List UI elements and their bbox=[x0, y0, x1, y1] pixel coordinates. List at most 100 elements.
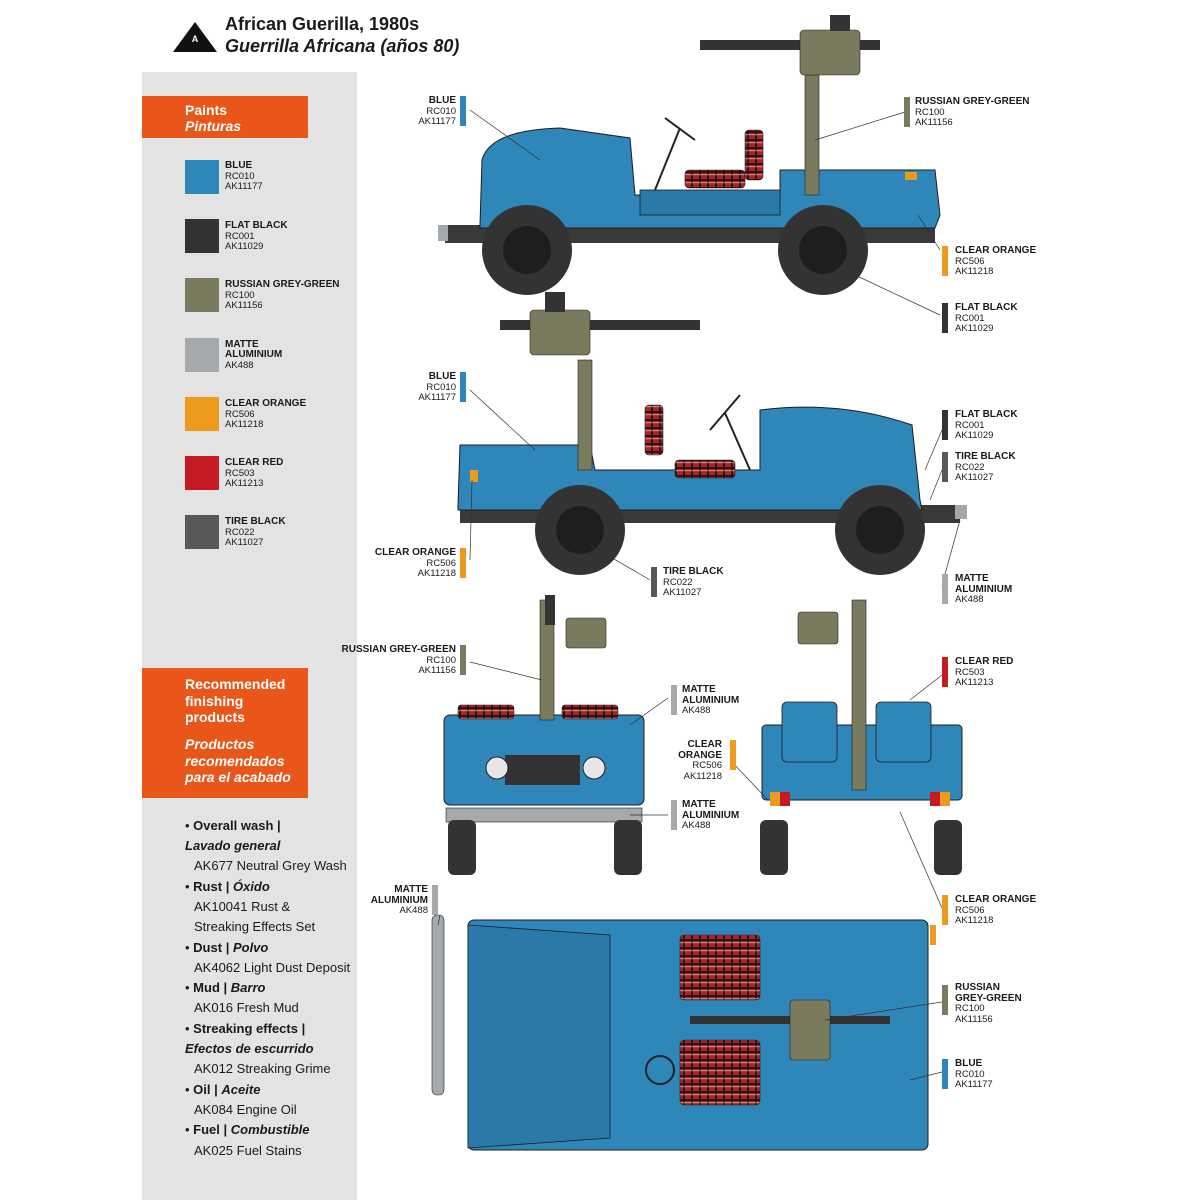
callout-name: CLEAR RED bbox=[955, 656, 1014, 667]
paint-code: AK11029 bbox=[225, 241, 264, 252]
callout-flat-black: FLAT BLACK RC001 AK11029 bbox=[955, 302, 1018, 335]
paints-title: Paints bbox=[185, 102, 228, 118]
callout-bar-russian-grey-green bbox=[460, 645, 466, 675]
paint-name: FLAT BLACK bbox=[225, 220, 288, 231]
paint-swatch-clear-orange bbox=[185, 397, 219, 431]
finishing-label-es: Óxido bbox=[232, 879, 270, 894]
callout-bar-matte-aluminium bbox=[671, 685, 677, 715]
finishing-item: • Oil | Aceite bbox=[185, 1082, 261, 1097]
callout-flat-black: FLAT BLACK RC001 AK11029 bbox=[955, 409, 1018, 442]
callout-name: BLUE bbox=[428, 95, 456, 106]
callout-code: AK488 bbox=[955, 594, 984, 605]
callout-name: RUSSIAN GREY-GREEN bbox=[915, 96, 1030, 107]
callout-code: RC010 bbox=[955, 1068, 985, 1080]
paint-swatch-blue bbox=[185, 160, 219, 194]
finishing-product: AK016 Fresh Mud bbox=[194, 1000, 299, 1015]
paint-name: BLUE bbox=[225, 160, 253, 171]
callout-name: TIRE BLACK bbox=[663, 566, 724, 577]
finishing-item: • Streaking effects | bbox=[185, 1021, 306, 1036]
paint-code: RC503 bbox=[225, 468, 255, 479]
callout-code: RC022 bbox=[663, 576, 693, 588]
paint-code: AK11156 bbox=[225, 300, 263, 311]
page-subtitle: Guerrilla Africana (años 80) bbox=[225, 36, 460, 56]
callout-bar-clear-orange bbox=[942, 895, 948, 925]
callout-code: AK11027 bbox=[663, 587, 702, 598]
callout-name: RUSSIAN bbox=[955, 982, 1001, 993]
finishing-title-line: Recommended bbox=[185, 676, 286, 692]
vehicle-front-view bbox=[443, 595, 645, 875]
callout-name: CLEAR ORANGE bbox=[955, 245, 1037, 256]
paint-name: CLEAR RED bbox=[225, 457, 284, 468]
vehicle-top-view bbox=[431, 914, 936, 1151]
finishing-label: Overall wash bbox=[193, 818, 274, 833]
finishing-item: • Fuel | Combustible bbox=[185, 1122, 310, 1137]
callout-matte-aluminium: MATTE ALUMINIUM AK488 bbox=[362, 884, 428, 917]
callout-name: ALUMINIUM bbox=[370, 894, 428, 906]
vehicle-left-side-view bbox=[438, 15, 941, 295]
callout-code: RC100 bbox=[955, 1003, 985, 1014]
callout-bar-matte-aluminium bbox=[671, 800, 677, 830]
callout-bar-clear-orange bbox=[730, 740, 736, 770]
section-badge-letter: A bbox=[191, 34, 199, 44]
callout-code: RC100 bbox=[426, 654, 456, 666]
callout-code: AK488 bbox=[682, 820, 711, 831]
paint-swatch-flat-black bbox=[185, 219, 219, 253]
finishing-label-es: Barro bbox=[230, 980, 266, 995]
callout-code: AK11156 bbox=[915, 117, 953, 128]
finishing-product: AK012 Streaking Grime bbox=[194, 1061, 331, 1076]
finishing-header: Recommended finishing products Productos… bbox=[142, 668, 308, 798]
callout-code: AK11156 bbox=[955, 1013, 993, 1025]
callout-code: AK11027 bbox=[955, 472, 994, 483]
paint-code: RC100 bbox=[225, 290, 255, 301]
callout-code: RC506 bbox=[426, 557, 456, 569]
finishing-label-es: Lavado general bbox=[185, 838, 281, 853]
callout-tire-black: TIRE BLACK RC022 AK11027 bbox=[663, 566, 724, 599]
finishing-title-es-line: Productos bbox=[185, 736, 255, 752]
paint-code: AK488 bbox=[225, 360, 254, 371]
finishing-title-es: Productos recomendados para el acabado bbox=[185, 736, 291, 786]
paint-code: RC001 bbox=[225, 231, 255, 242]
finishing-label: Dust bbox=[193, 940, 223, 955]
callout-blue: BLUE RC010 AK11177 bbox=[390, 95, 456, 128]
paint-code: AK11177 bbox=[225, 181, 263, 192]
finishing-item: • Dust | Polvo bbox=[185, 940, 269, 955]
callout-bar-russian-grey-green bbox=[942, 985, 948, 1015]
finishing-label: Oil bbox=[193, 1082, 211, 1097]
finishing-product: AK4062 Light Dust Deposit bbox=[194, 960, 351, 975]
finishing-label: Fuel bbox=[193, 1122, 220, 1137]
callout-name: CLEAR bbox=[687, 739, 722, 750]
callout-name: MATTE bbox=[682, 799, 716, 810]
callout-bar-russian-grey-green bbox=[904, 97, 910, 127]
callout-matte-aluminium: MATTE ALUMINIUM AK488 bbox=[682, 684, 739, 717]
callout-bar-tire-black bbox=[651, 567, 657, 597]
callout-bar-blue bbox=[942, 1059, 948, 1089]
finishing-label: Mud bbox=[193, 980, 220, 995]
callout-code: AK11177 bbox=[955, 1079, 993, 1090]
callout-code: RC001 bbox=[955, 312, 985, 324]
callout-blue: BLUE RC010 AK11177 bbox=[955, 1058, 993, 1091]
callout-code: AK11156 bbox=[418, 665, 456, 676]
paint-code: AK11213 bbox=[225, 478, 264, 489]
finishing-label: Streaking effects bbox=[193, 1021, 298, 1036]
callout-clear-red: CLEAR RED RC503 AK11213 bbox=[955, 656, 1014, 689]
callout-bar-flat-black bbox=[942, 410, 948, 440]
callout-clear-orange: CLEAR ORANGE RC506 AK11218 bbox=[955, 894, 1036, 927]
callout-code: AK11029 bbox=[955, 430, 994, 441]
paint-code: RC506 bbox=[225, 409, 255, 420]
vehicle-illustrations bbox=[431, 15, 967, 1151]
callout-bar-clear-red bbox=[942, 657, 948, 687]
paint-name: MATTE ALUMINIUM bbox=[225, 339, 283, 360]
callout-code: RC100 bbox=[915, 106, 945, 118]
callout-code: RC503 bbox=[955, 666, 985, 678]
callout-name: CLEAR ORANGE bbox=[374, 547, 456, 558]
paints-header: Paints Pinturas bbox=[142, 96, 308, 138]
callout-code: AK488 bbox=[682, 705, 711, 716]
callout-code: RC010 bbox=[426, 105, 456, 117]
callout-code: AK11177 bbox=[418, 116, 456, 127]
callout-russian-grey-green: RUSSIAN GREY-GREEN RC100 AK11156 bbox=[915, 96, 1030, 129]
callout-code: AK488 bbox=[399, 905, 428, 916]
finishing-label: Rust bbox=[193, 879, 223, 894]
callout-tire-black: TIRE BLACK RC022 AK11027 bbox=[955, 451, 1016, 484]
callout-name: MATTE bbox=[394, 884, 428, 895]
finishing-item: • Overall wash | bbox=[185, 818, 281, 833]
